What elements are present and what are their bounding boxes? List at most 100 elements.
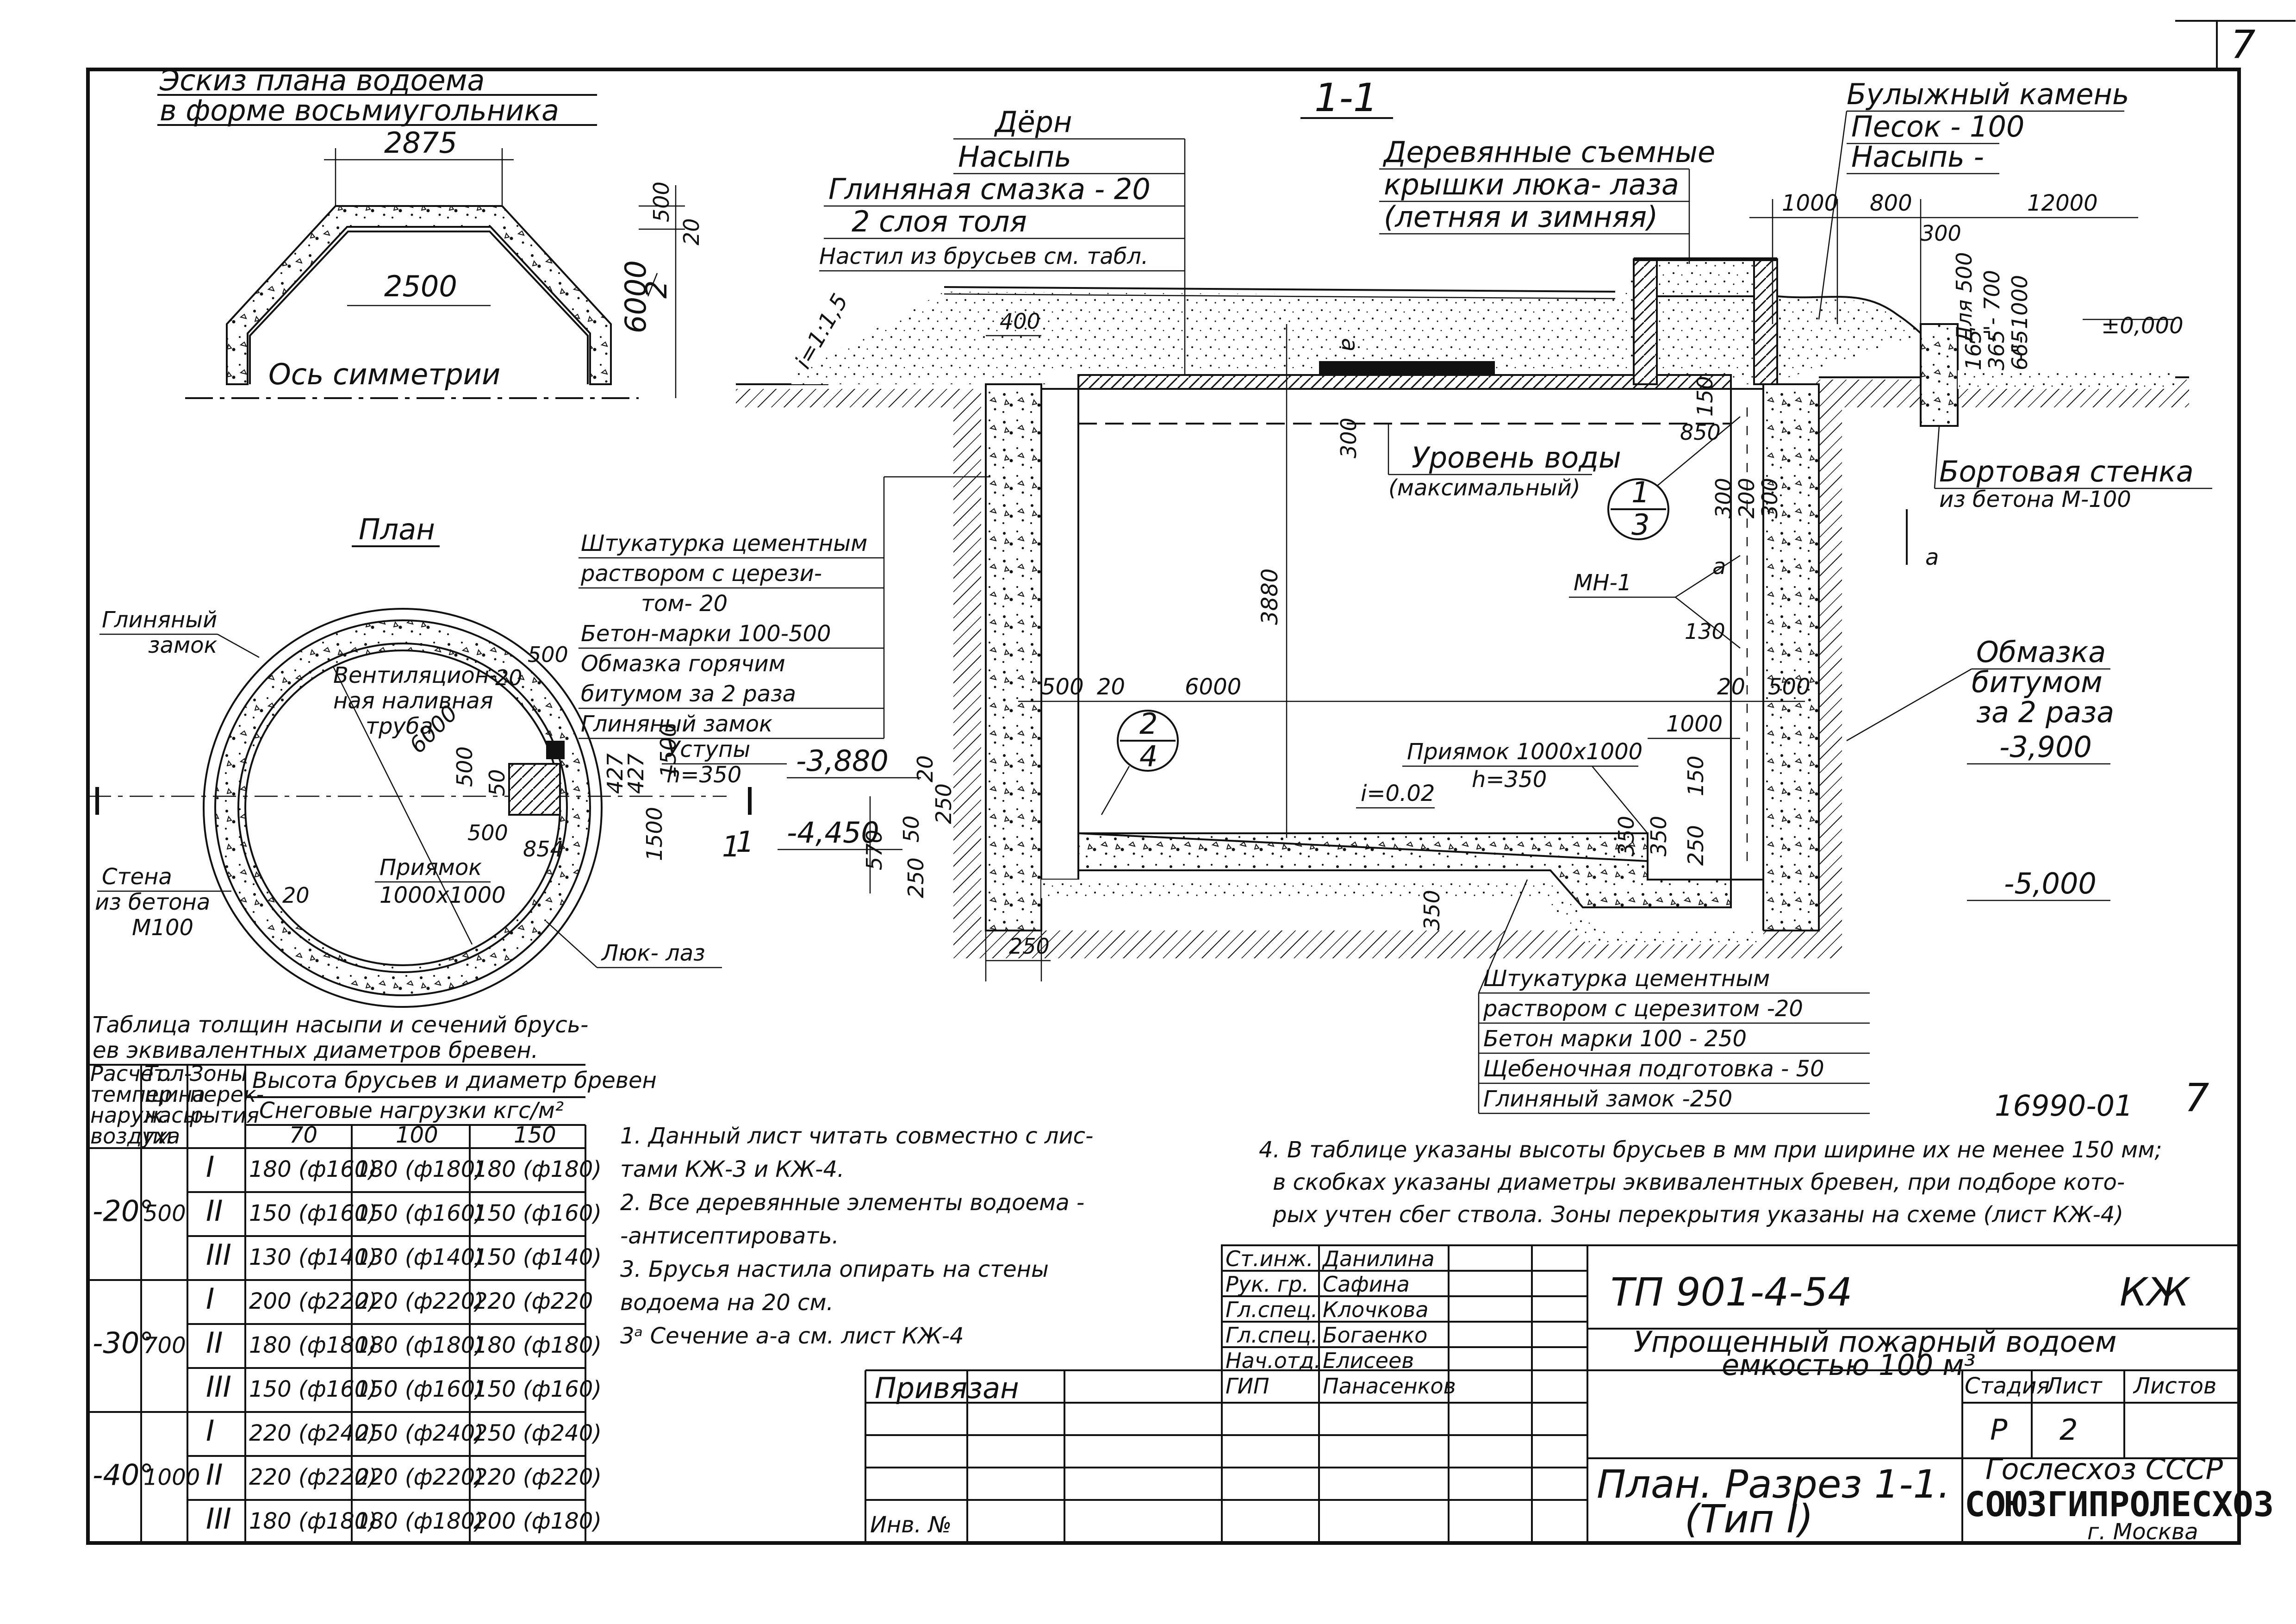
table-cell-zone: III bbox=[206, 1238, 231, 1272]
notes-block: 1. Данный лист читать совместно с лис- т… bbox=[620, 1123, 1093, 1349]
plan-dim-427a: 427 bbox=[603, 753, 628, 794]
section-d250a: 250 bbox=[931, 783, 956, 824]
page-number: 7 bbox=[2184, 1075, 2209, 1120]
section-tar: 2 слоя толя bbox=[852, 205, 1027, 238]
section-d3880: 3880 bbox=[1257, 568, 1283, 625]
plan-dim-50: 50 bbox=[485, 769, 510, 796]
section-d850: 850 bbox=[1680, 420, 1721, 445]
stamp-code: ТП 901-4-54 bbox=[1611, 1269, 1852, 1315]
table-cell-value: 200 (ф180) bbox=[473, 1508, 602, 1534]
table-head-load: 150 bbox=[514, 1122, 556, 1148]
stamp-sheet: 2 bbox=[2060, 1413, 2078, 1447]
section-d1000b: 1000 bbox=[1666, 711, 1723, 737]
table-head-zone: рытия bbox=[189, 1103, 259, 1128]
section-1-1: 1-1 3880 а bbox=[579, 75, 2212, 1114]
table-cell-temp: -30° bbox=[93, 1326, 154, 1360]
section-side-wall-2: из бетона М-100 bbox=[1939, 487, 2131, 512]
stamp-name: Клочкова bbox=[1323, 1297, 1429, 1322]
section-d365: 365 bbox=[1984, 330, 2009, 370]
section-d130: 130 bbox=[1685, 619, 1725, 644]
note-line: -антисептировать. bbox=[620, 1223, 839, 1249]
table-cell-thick: 1000 bbox=[143, 1465, 200, 1491]
section-d250b: 250 bbox=[903, 857, 928, 898]
section-zero: ±0,000 bbox=[2101, 313, 2184, 339]
plan-wall-3: М100 bbox=[132, 915, 193, 941]
sheet-code: 16990-01 bbox=[1995, 1089, 2133, 1123]
note4-line: в скобках указаны диаметры эквивалентных… bbox=[1273, 1169, 2125, 1195]
table-cell-value: 180 (ф180) bbox=[355, 1508, 484, 1534]
section-turf: Дёрн bbox=[994, 105, 1072, 139]
section-dfor1000: -"- 1000 bbox=[2007, 275, 2032, 361]
plan-wall-1: Стена bbox=[102, 864, 172, 890]
table-caption-2: ев эквивалентных диаметров бревен. bbox=[93, 1037, 538, 1063]
table-head-thick: щина bbox=[144, 1082, 205, 1107]
section-pit-2: h=350 bbox=[1472, 767, 1547, 793]
section-d300-top: 300 bbox=[1921, 221, 1961, 246]
plan-vent-2: ная наливная bbox=[333, 688, 493, 714]
table-cell-value: 150 (ф160) bbox=[249, 1200, 377, 1226]
plan-section-mark: 1 bbox=[722, 830, 740, 863]
section-d12000: 12000 bbox=[2027, 190, 2098, 216]
note-line: 3ᵃ Сечение а-а см. лист КЖ-4 bbox=[620, 1323, 964, 1349]
table-head-thick: Тол- bbox=[144, 1061, 192, 1086]
table-cell-zone: III bbox=[206, 1370, 231, 1404]
table-cell-thick: 500 bbox=[143, 1201, 186, 1227]
table-head-temp: темпер. bbox=[90, 1082, 179, 1107]
octagon-title-2: в форме восьмиугольника bbox=[160, 94, 559, 127]
table-cell-value: 220 (ф240) bbox=[249, 1420, 377, 1446]
section-cut-a: а bbox=[1337, 338, 1363, 351]
stamp-stage: Р bbox=[1990, 1413, 2008, 1447]
stamp-org-3: г. Москва bbox=[2087, 1519, 2198, 1545]
section-side-wall-1: Бортовая стенка bbox=[1939, 455, 2194, 488]
section-pit-1: Приямок 1000x1000 bbox=[1407, 739, 1643, 765]
table-cell-value: 130 (ф140) bbox=[355, 1244, 484, 1270]
stamp-inv: Инв. № bbox=[870, 1512, 952, 1538]
stamp-h-stage: Стадия bbox=[1965, 1373, 2050, 1399]
section-bot-2: раствором с церезитом -20 bbox=[1483, 996, 1803, 1022]
section-bot-3: Бетон марки 100 - 250 bbox=[1483, 1026, 1747, 1052]
corner-number: 7 bbox=[2231, 22, 2255, 67]
section-lids-3: (летняя и зимняя) bbox=[1384, 200, 1658, 234]
section-d6000: 6000 bbox=[1185, 674, 1241, 700]
table-head-top: Высота брусьев и диаметр бревен bbox=[252, 1068, 657, 1093]
section-d500L: 500 bbox=[1041, 674, 1084, 700]
section-d500R: 500 bbox=[1768, 674, 1811, 700]
table-cell-value: 220 (ф220 bbox=[473, 1288, 593, 1314]
table-cell-value: 220 (ф220) bbox=[249, 1464, 377, 1490]
section-d250d: 250 bbox=[1683, 825, 1708, 866]
section-left-5: Обмазка горячим bbox=[581, 651, 785, 677]
section-left-9: h=350 bbox=[666, 762, 741, 788]
sheet-frame bbox=[86, 68, 2241, 1545]
section-deck: Настил из брусьев см. табл. bbox=[819, 244, 1148, 269]
table-cell-zone: I bbox=[206, 1150, 214, 1184]
table-cell-value: 250 (ф240) bbox=[473, 1420, 602, 1446]
section-lvl-5000: -5,000 bbox=[2004, 867, 2097, 900]
section-d50: 50 bbox=[899, 815, 924, 843]
section-d800: 800 bbox=[1870, 190, 1912, 216]
stamp-name: Богаенко bbox=[1323, 1323, 1427, 1348]
section-d300: 300 bbox=[1336, 418, 1361, 458]
stamp-name: Данилина bbox=[1322, 1246, 1435, 1271]
section-cut-1: 1 bbox=[736, 825, 754, 859]
stamp-name: Сафина bbox=[1323, 1272, 1410, 1297]
stamp-name-1: Упрощенный пожарный водоем bbox=[1634, 1325, 2117, 1359]
note4-block: 4. В таблице указаны высоты брусьев в мм… bbox=[1259, 1137, 2162, 1228]
octagon-sketch: Эскиз плана водоема в форме восьмиугольн… bbox=[157, 63, 704, 399]
table-cell-zone: III bbox=[206, 1502, 231, 1536]
plan-view: План 1 6000 20 20 500 500 500 50 427 427… bbox=[88, 512, 752, 1008]
section-boulder: Булыжный камень bbox=[1847, 77, 2129, 111]
section-slope2: i=0.02 bbox=[1361, 781, 1435, 806]
plan-dim-1500a: 1500 bbox=[656, 724, 681, 778]
table-head-zone: перек- bbox=[190, 1082, 264, 1107]
table-head-temp: наруж. bbox=[90, 1103, 169, 1128]
table-head-thick: пи bbox=[144, 1124, 172, 1149]
section-water-2: (максимальный) bbox=[1388, 475, 1580, 501]
callout2-bot: 4 bbox=[1139, 739, 1157, 773]
section-d665: 665 bbox=[2007, 330, 2032, 370]
section-left-3: том- 20 bbox=[641, 591, 728, 617]
stamp-name-2: емкостью 100 м³ bbox=[1722, 1348, 1976, 1382]
section-lvl-3900: -3,900 bbox=[1999, 730, 2092, 764]
section-title: 1-1 bbox=[1314, 75, 1378, 120]
section-d200s: 200 bbox=[1734, 478, 1759, 518]
